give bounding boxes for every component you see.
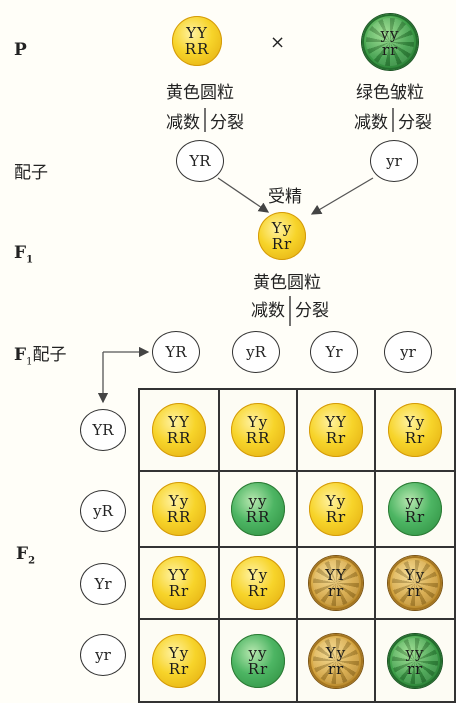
genotype-bottom: rr xyxy=(406,582,424,600)
genotype-bottom: Rr xyxy=(325,429,347,447)
genotype-top: Yy xyxy=(168,492,190,510)
genotype-top: YY xyxy=(168,413,190,431)
f1-gamete-row-2: yR xyxy=(80,490,126,532)
label-f2: F2 xyxy=(16,544,36,567)
label-f1: F1 xyxy=(14,243,34,266)
parent-left-phenotype: 黄色圆粒 xyxy=(166,83,234,103)
genotype-top: yy xyxy=(405,643,425,662)
f1-gamete-row-1: YR xyxy=(80,409,126,451)
genotype-bottom: rr xyxy=(327,659,345,678)
genotype-bottom: RR xyxy=(245,429,271,447)
p-gamete-yr-recessive: yr xyxy=(370,140,418,182)
parent-right-meiosis: 减数 xyxy=(354,113,388,133)
p-gamete-yr-dominant: YR xyxy=(176,140,224,182)
label-gamete: 配子 xyxy=(14,163,48,183)
genotype-top: yy xyxy=(248,643,268,662)
genotype-bottom: Rr xyxy=(247,582,269,600)
genotype-top: yy xyxy=(248,492,268,510)
fertilization-label: 受精 xyxy=(268,187,302,207)
genotype-top: Yy xyxy=(325,492,347,510)
parent-left-meiosis: 减数 xyxy=(166,113,200,133)
label-p: P xyxy=(14,40,27,60)
genotype-bottom: Rr xyxy=(325,508,347,526)
genotype-top: YY xyxy=(325,566,347,584)
genotype-top: Yy xyxy=(247,413,269,431)
genotype-bottom: Rr xyxy=(404,508,426,526)
label-f1-gamete: F1配子 xyxy=(14,345,67,368)
f1-division: 分裂 xyxy=(295,301,329,321)
genotype-top: YY xyxy=(325,413,347,431)
f1-gamete-col-2: yR xyxy=(232,331,280,373)
genotype-top: Yy xyxy=(404,413,426,431)
genotype-bottom: RR xyxy=(166,429,192,447)
genotype-bottom: Rr xyxy=(168,582,190,600)
genotype-top: Yy xyxy=(325,643,347,662)
genotype-bottom: rr xyxy=(406,659,424,678)
f1-gamete-col-4: yr xyxy=(384,331,432,373)
f1-gamete-row-4: yr xyxy=(80,634,126,676)
genotype-top: YY xyxy=(168,566,190,584)
f1-phenotype: 黄色圆粒 xyxy=(253,273,321,293)
genotype-bottom: Rr xyxy=(168,659,190,678)
genotype-bottom: RR xyxy=(166,508,192,526)
genotype-bottom: rr xyxy=(327,582,345,600)
f1-gamete-col-3: Yr xyxy=(310,331,358,373)
genotype-top: yy xyxy=(405,492,425,510)
genotype-top: Yy xyxy=(404,566,426,584)
parent-left-division: 分裂 xyxy=(210,113,244,133)
parent-right-phenotype: 绿色皱粒 xyxy=(356,83,424,103)
genotype-bottom: Rr xyxy=(404,429,426,447)
genotype-top: Yy xyxy=(168,643,190,662)
f1-gamete-col-1: YR xyxy=(152,331,200,373)
genotype-bottom: RR xyxy=(245,508,271,526)
genotype-bottom: Rr xyxy=(247,659,269,678)
cross-symbol: × xyxy=(270,32,286,53)
f1-meiosis: 减数 xyxy=(251,301,285,321)
f1-gamete-row-3: Yr xyxy=(80,563,126,605)
parent-right-division: 分裂 xyxy=(398,113,432,133)
genotype-top: Yy xyxy=(247,566,269,584)
